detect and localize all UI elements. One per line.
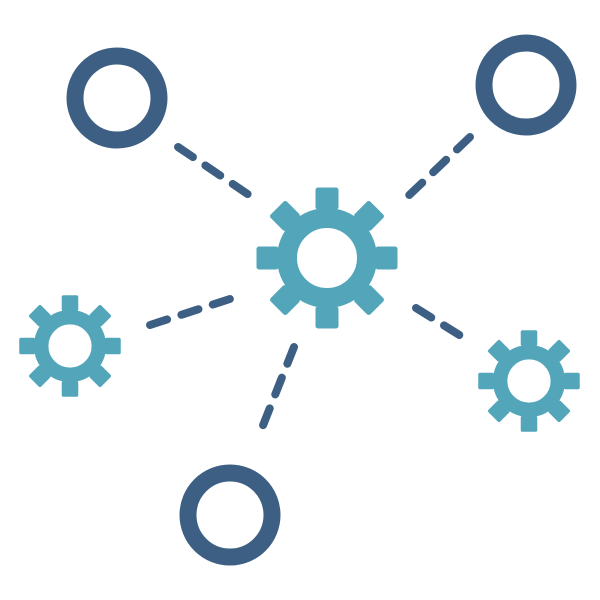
connector-bottom: [254, 343, 298, 442]
gear-icon: [479, 331, 580, 432]
ring-node-bottom: [179, 464, 281, 566]
gear-node-center: [257, 188, 397, 328]
connector-top-right: [398, 133, 474, 206]
connector-left: [146, 293, 240, 329]
ring-icon: [179, 464, 281, 566]
ring-node-top-left: [66, 47, 168, 149]
gear-icon: [257, 188, 397, 328]
ring-icon: [475, 34, 577, 136]
connector-top-left: [174, 143, 256, 201]
ring-icon: [66, 47, 168, 149]
ring-node-top-right: [475, 34, 577, 136]
connectors: [146, 133, 474, 442]
gear-node-left: [20, 296, 121, 397]
connector-right: [412, 304, 473, 345]
gear-node-right: [479, 331, 580, 432]
gear-icon: [20, 296, 121, 397]
